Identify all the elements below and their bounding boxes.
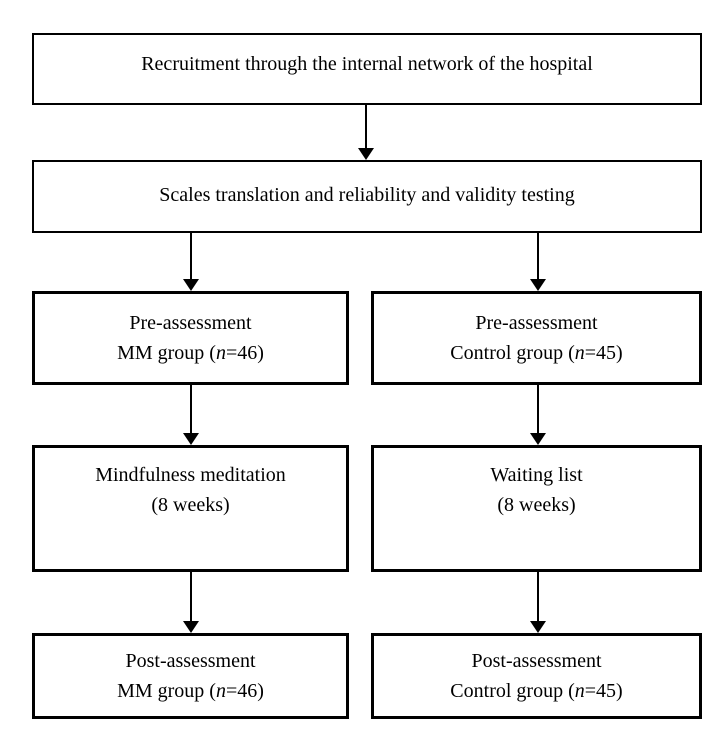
sample-size-n: n <box>215 342 226 364</box>
box-line: Post-assessment <box>125 650 256 672</box>
box-recruitment-text: Recruitment through the internal network… <box>141 53 593 75</box>
box-line: (8 weeks) <box>497 494 576 516</box>
sample-size-n: n <box>574 342 585 364</box>
arrow-down-icon <box>190 233 192 279</box>
box-pre-assessment-control: Pre-assessment Control group (n=45) <box>371 291 702 385</box>
box-line: MM group (n=46) <box>117 338 264 368</box>
text-fragment: =46) <box>225 342 264 364</box>
sample-size-n: n <box>574 680 585 702</box>
box-mindfulness-meditation: Mindfulness meditation (8 weeks) <box>32 445 349 572</box>
text-fragment: Control group ( <box>450 680 575 702</box>
box-post-assessment-control: Post-assessment Control group (n=45) <box>371 633 702 719</box>
text-fragment: Control group ( <box>450 342 575 364</box>
box-line: Mindfulness meditation <box>95 464 286 486</box>
text-fragment: =46) <box>225 680 264 702</box>
box-line: MM group (n=46) <box>117 676 264 706</box>
box-line: Post-assessment <box>471 650 602 672</box>
box-recruitment: Recruitment through the internal network… <box>32 33 702 105</box>
arrow-down-icon <box>190 385 192 433</box>
text-fragment: =45) <box>584 342 623 364</box>
box-scales-translation-text: Scales translation and reliability and v… <box>159 184 575 206</box>
arrow-down-icon <box>537 233 539 279</box>
arrow-down-icon <box>537 385 539 433</box>
box-line: Control group (n=45) <box>450 338 622 368</box>
text-fragment: MM group ( <box>117 342 216 364</box>
arrow-down-icon <box>365 105 367 148</box>
arrow-down-icon <box>537 572 539 621</box>
box-waiting-list: Waiting list (8 weeks) <box>371 445 702 572</box>
box-scales-translation: Scales translation and reliability and v… <box>32 160 702 233</box>
box-line: Pre-assessment <box>129 312 252 334</box>
box-line: Control group (n=45) <box>450 676 622 706</box>
text-fragment: =45) <box>584 680 623 702</box>
box-line: Waiting list <box>490 464 583 486</box>
box-line: Pre-assessment <box>475 312 598 334</box>
text-fragment: MM group ( <box>117 680 216 702</box>
sample-size-n: n <box>215 680 226 702</box>
box-line: (8 weeks) <box>151 494 230 516</box>
box-pre-assessment-mm: Pre-assessment MM group (n=46) <box>32 291 349 385</box>
arrow-down-icon <box>190 572 192 621</box>
box-post-assessment-mm: Post-assessment MM group (n=46) <box>32 633 349 719</box>
